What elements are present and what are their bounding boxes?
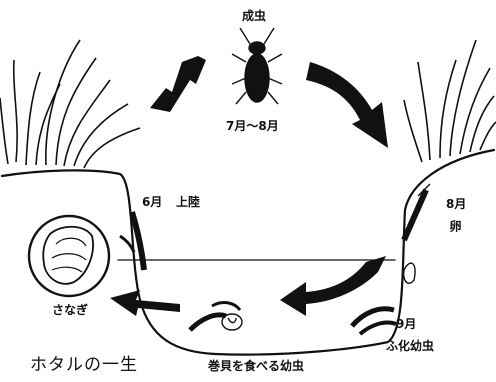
arrow-to-adult [150,56,206,112]
larva-label: 巻貝を食べる幼虫 [208,360,304,372]
arrow-to-hatch [280,256,386,316]
grass-right [404,40,496,162]
diagram-title: ホタルの一生 [30,357,138,374]
adult-label: 成虫 [242,10,266,22]
adult-firefly-illustration [232,28,282,104]
ground-outline [2,150,494,355]
egg-name-label: 卵 [449,220,461,232]
adult-months-label: 7月～8月 [226,120,279,132]
grass-left [0,40,140,168]
larva-snail-illustration [190,303,242,330]
hatch-month-label: 9月 [396,318,416,330]
landing-name-label: 上陸 [176,196,200,208]
egg-laying-firefly-illustration [404,184,430,283]
arrow-to-egg [306,62,388,148]
egg-month-label: 8月 [446,198,466,210]
hatched-larvae-illustration [352,309,396,334]
pupa-label: さなぎ [52,304,88,316]
hatch-name-label: ふ化幼虫 [386,340,434,352]
landing-month-label: 6月 [142,196,162,208]
pupa-illustration [29,216,109,296]
